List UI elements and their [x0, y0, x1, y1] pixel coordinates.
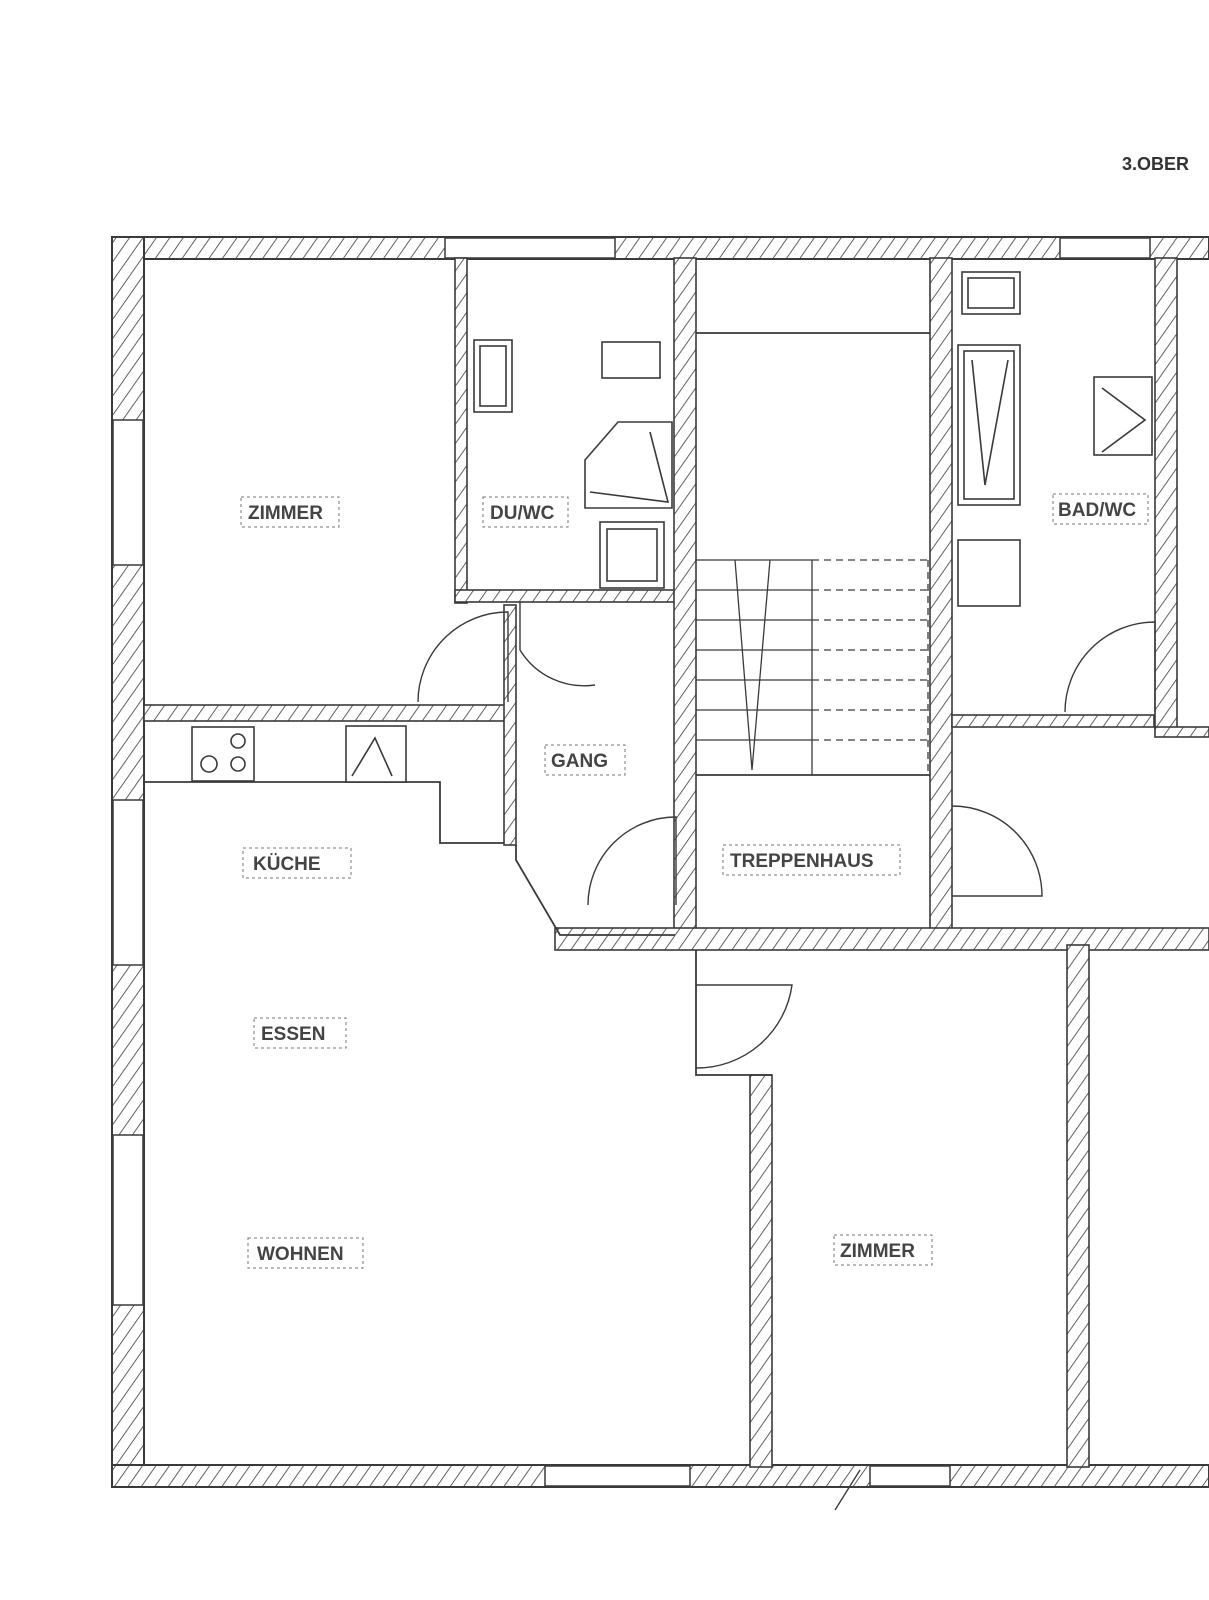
- stove-burner-icon: [200, 755, 218, 773]
- interior-walls: [143, 257, 1209, 1468]
- wall-stair-left: [673, 257, 697, 939]
- wall-du-bottom: [454, 589, 676, 603]
- room-label-essen: ESSEN: [261, 1024, 325, 1045]
- washbasin-bad-inner-icon: [967, 277, 1015, 309]
- stair-run-arrow: [734, 559, 771, 771]
- stove-burner-icon: [230, 756, 246, 772]
- wall-hall-bottom: [554, 927, 1209, 951]
- wall-right-bottom: [1154, 726, 1209, 738]
- fixtures: [191, 271, 1153, 783]
- room-label-du-wc: DU/WC: [490, 503, 555, 524]
- wall-bad-bottom: [951, 714, 1155, 728]
- toilet-bad-icon: [957, 539, 1021, 607]
- door-right-hall: [951, 805, 1043, 897]
- washing-machine-mark-icon: [1101, 387, 1147, 453]
- room-label-bad-wc: BAD/WC: [1058, 500, 1136, 521]
- door-du-wc: [519, 602, 596, 687]
- window-top-2: [1059, 237, 1151, 259]
- washbasin-du-inner-icon: [479, 345, 507, 407]
- wall-stair-right: [929, 257, 953, 939]
- room-label-zimmer: ZIMMER: [248, 503, 323, 524]
- window-bottom-2: [869, 1465, 951, 1487]
- shower-diagonal-icon: [589, 431, 670, 503]
- gang-diagonal: [515, 845, 675, 936]
- room-outlines: [144, 332, 930, 1076]
- room-label-zimmer-2: ZIMMER: [840, 1241, 915, 1262]
- wall-gang-left: [503, 604, 517, 846]
- bathtub-inner-icon: [963, 350, 1015, 500]
- wall-top: [111, 236, 1209, 260]
- sink-kitchen-icon: [345, 725, 407, 783]
- door-zimmer2: [695, 984, 793, 1069]
- door-zimmer: [417, 611, 509, 703]
- kitchen-counter-outline: [144, 781, 504, 844]
- room-label-kueche: KÜCHE: [253, 854, 321, 875]
- room-label-treppenhaus: TREPPENHAUS: [730, 851, 874, 872]
- toilet-du-icon: [601, 341, 661, 379]
- wall-bad-right: [1154, 257, 1178, 729]
- shower-corner-icon: [584, 421, 673, 509]
- sink-kitchen-mark-icon: [351, 736, 393, 777]
- windows: [112, 237, 1151, 1487]
- room-labels: ZIMMER DU/WC BAD/WC GANG KÜCHE TREPPENHA…: [240, 493, 1149, 1269]
- stove-burner-icon: [230, 733, 246, 749]
- window-left-1: [112, 419, 144, 566]
- staircase: [696, 559, 930, 775]
- entrance-mark: [834, 1469, 861, 1511]
- wall-zimmer-du-right: [454, 257, 468, 604]
- window-left-2: [112, 799, 144, 966]
- wall-zimmer2-right: [1066, 944, 1090, 1468]
- room-label-wohnen: WOHNEN: [257, 1244, 344, 1265]
- door-bad-wc: [1064, 621, 1156, 713]
- floor-title: 3.OBER: [1122, 154, 1189, 174]
- window-left-3: [112, 1134, 144, 1306]
- bathtub-drain-icon: [971, 359, 1009, 486]
- window-bottom-1: [544, 1465, 691, 1487]
- doors: [417, 602, 1156, 1511]
- wall-kitchen-top: [143, 704, 511, 722]
- wall-zimmer2-left: [749, 1074, 773, 1468]
- room-label-gang: GANG: [551, 751, 608, 772]
- window-top-1: [444, 237, 616, 259]
- stove-icon: [191, 726, 255, 782]
- door-gang-treppe: [587, 816, 677, 906]
- bidet-du-inner-icon: [606, 528, 658, 582]
- zimmer2-notch: [695, 950, 772, 1076]
